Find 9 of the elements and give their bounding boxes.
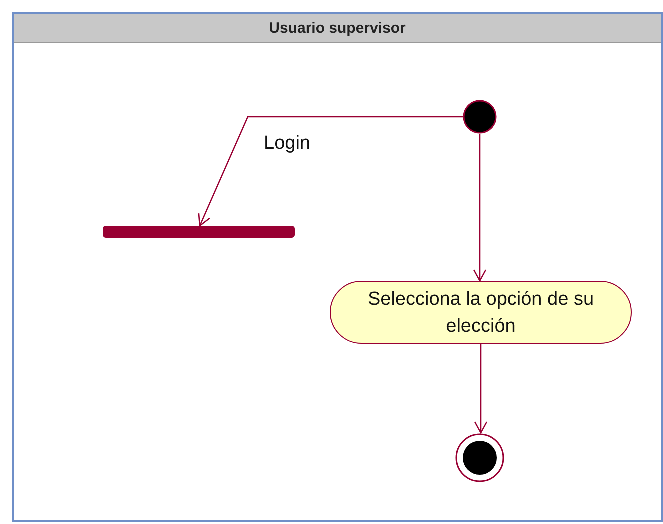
arrow <box>198 116 463 227</box>
sync-bar <box>103 226 295 238</box>
swimlane <box>12 12 663 522</box>
arrow <box>473 134 487 282</box>
initial-node <box>463 100 497 134</box>
activity-node: Selecciona la opción de su elección <box>330 281 632 344</box>
final-node <box>455 433 505 483</box>
lane-title: Usuario supervisor <box>269 20 406 36</box>
arrow <box>474 344 488 434</box>
